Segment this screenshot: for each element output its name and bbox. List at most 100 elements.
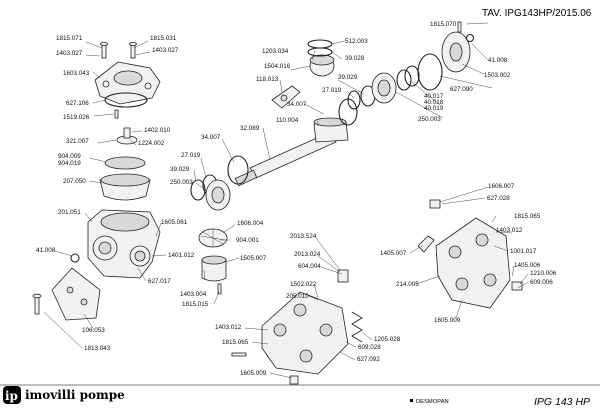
label-1603-043: 1603.043 bbox=[63, 70, 90, 77]
label-34-007-a: 34.007 bbox=[201, 134, 221, 141]
part-labels: 1815.071 1815.031 1403.027 1403.027 1603… bbox=[36, 21, 557, 377]
valve-2013-524-shape bbox=[337, 269, 349, 283]
label-627-028: 627.028 bbox=[487, 195, 510, 202]
label-2013-024: 2013.024 bbox=[294, 251, 321, 258]
label-1210-006: 1210.006 bbox=[530, 270, 557, 277]
logo-badge bbox=[3, 386, 21, 404]
label-609-028: 609.028 bbox=[358, 344, 381, 351]
label-1224-002: 1224.002 bbox=[138, 140, 165, 147]
washer-904-009-shape bbox=[104, 156, 146, 170]
label-110-004: 110.004 bbox=[276, 117, 299, 124]
bearing-34-007-a-shape bbox=[227, 155, 249, 185]
label-1605-009-a: 1605.009 bbox=[434, 317, 461, 324]
label-1815-070: 1815.070 bbox=[430, 21, 457, 28]
label-1203-034: 1203.034 bbox=[262, 48, 289, 55]
label-40-018: 40.018 bbox=[424, 99, 444, 106]
label-1405-006: 1405.006 bbox=[514, 262, 541, 269]
label-250-003-b: 250.003 bbox=[418, 116, 441, 123]
logo-mark: ip bbox=[5, 389, 18, 403]
label-40-019: 40.019 bbox=[424, 105, 444, 112]
spring-1205-028-shape bbox=[351, 311, 363, 343]
connecting-rod-118-013-shape bbox=[271, 85, 301, 109]
oring-41-008-b-shape bbox=[465, 33, 475, 43]
label-512-003: 512.003 bbox=[345, 38, 368, 45]
label-1815-071: 1815.071 bbox=[56, 35, 83, 42]
label-604-004: 604.004 bbox=[298, 263, 321, 270]
plug-1210-006-shape bbox=[511, 281, 523, 291]
label-201-051: 201.051 bbox=[58, 209, 81, 216]
label-34-007-b: 34.007 bbox=[287, 101, 307, 108]
bearing-250-003-shape bbox=[205, 72, 397, 211]
label-106-053: 106.053 bbox=[82, 327, 105, 334]
label-1815-065-b: 1815.065 bbox=[222, 339, 249, 346]
manifold-214-005-shape bbox=[435, 217, 511, 309]
bearing-110-004-shape bbox=[313, 117, 349, 143]
label-214-005: 214.005 bbox=[396, 281, 419, 288]
eccentric-1504-016-shape bbox=[309, 54, 335, 77]
label-1402-010: 1402.010 bbox=[144, 127, 171, 134]
label-904-019: 904.019 bbox=[58, 160, 81, 167]
oring-41-008-shape bbox=[70, 253, 80, 263]
label-1405-007: 1405.007 bbox=[380, 250, 407, 257]
pump-body-201-051-shape bbox=[87, 209, 161, 279]
label-207-050: 207.050 bbox=[63, 178, 86, 185]
label-627-092: 627.092 bbox=[357, 356, 380, 363]
label-1815-015: 1815.015 bbox=[182, 301, 209, 308]
sleeve-1505-007-shape bbox=[201, 255, 227, 282]
label-1519-026: 1519.026 bbox=[63, 114, 90, 121]
label-1503-002: 1503.002 bbox=[484, 72, 511, 79]
screw-1815-071-shape bbox=[100, 42, 108, 59]
valve-1606-007-shape bbox=[429, 199, 441, 209]
label-1403-027-a: 1403.027 bbox=[56, 50, 83, 57]
label-118-013: 118.013 bbox=[256, 76, 279, 83]
brand-name: imovilli pompe bbox=[25, 388, 125, 402]
label-2013-524: 2013.524 bbox=[290, 233, 317, 240]
label-39-029-b: 39.029 bbox=[170, 166, 190, 173]
label-1403-027-b: 1403.027 bbox=[152, 47, 179, 54]
screw-1815-031-shape bbox=[129, 42, 137, 59]
label-1815-065-a: 1815.065 bbox=[514, 213, 541, 220]
label-39-029-a: 39.029 bbox=[338, 74, 358, 81]
brand-logo: ip bbox=[3, 386, 21, 404]
manifold-609-028-shape bbox=[261, 291, 349, 375]
label-627-017: 627.017 bbox=[148, 278, 171, 285]
screw-1815-015-shape bbox=[217, 283, 222, 295]
diaphragm-207-050-shape bbox=[99, 173, 151, 201]
oring-627-090-shape bbox=[417, 53, 443, 91]
label-627-106: 627.106 bbox=[66, 100, 89, 107]
piston-1606-004-shape bbox=[198, 228, 228, 248]
label-1403-012-a: 1403.012 bbox=[496, 227, 523, 234]
bracket-106-053-shape bbox=[51, 267, 101, 321]
label-250-003-a: 250.003 bbox=[170, 179, 193, 186]
screw-1815-070-shape bbox=[457, 21, 462, 33]
seal-rings-40-017-shape bbox=[396, 65, 420, 91]
head-cover-1603-043-shape bbox=[94, 61, 161, 105]
label-41-008: 41.008 bbox=[36, 247, 56, 254]
leader-lines bbox=[43, 22, 529, 379]
label-1401-012: 1401.012 bbox=[168, 252, 195, 259]
label-1502-022: 1502.022 bbox=[290, 281, 317, 288]
cap-321-007-shape bbox=[116, 127, 138, 145]
label-1001-017: 1001.017 bbox=[510, 248, 537, 255]
label-27-019-b: 27.019 bbox=[181, 152, 201, 159]
flange-1503-002-shape bbox=[441, 31, 471, 73]
table-code: TAV. IPG143HP/2015.06 bbox=[482, 8, 592, 19]
label-1815-031: 1815.031 bbox=[150, 35, 177, 42]
label-205-010: 205.010 bbox=[286, 293, 309, 300]
legend-desmopan: DESMOPAN bbox=[416, 399, 449, 405]
label-1605-061: 1605.061 bbox=[161, 219, 188, 226]
rings-512-003-shape bbox=[307, 39, 333, 57]
label-1403-012-b: 1403.012 bbox=[215, 324, 242, 331]
label-41-008-b: 41.008 bbox=[488, 57, 508, 64]
valve-1405-007-shape bbox=[417, 235, 435, 253]
label-27-019-a: 27.019 bbox=[322, 87, 342, 94]
label-1205-028: 1205.028 bbox=[374, 336, 401, 343]
label-1403-004: 1403.004 bbox=[180, 291, 207, 298]
label-321-007: 321.007 bbox=[66, 138, 89, 145]
label-1504-016: 1504.016 bbox=[264, 63, 291, 70]
label-32-089: 32.089 bbox=[240, 125, 260, 132]
label-904-001: 904.001 bbox=[236, 237, 259, 244]
screw-1815-065-b-shape bbox=[231, 352, 247, 357]
